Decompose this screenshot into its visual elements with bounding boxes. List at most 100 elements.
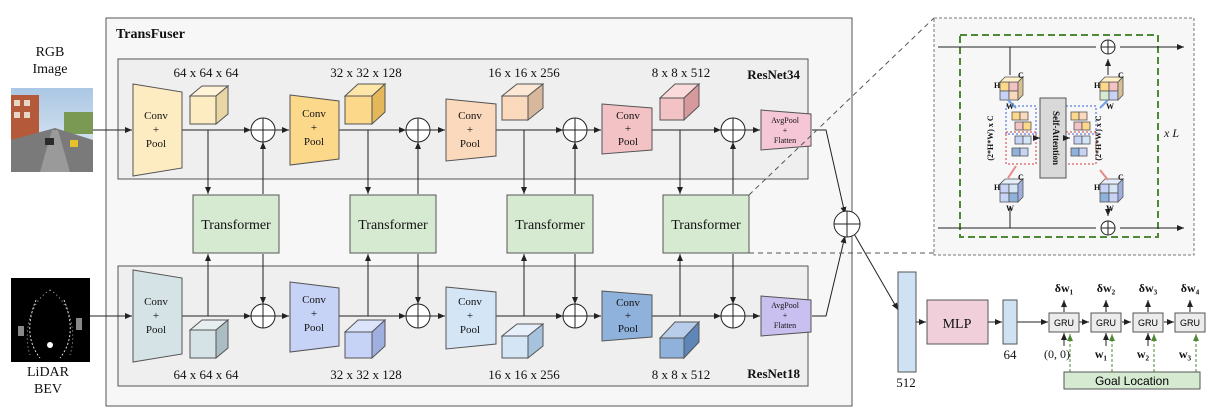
svg-text:Transformer: Transformer [358, 218, 428, 233]
svg-text:+: + [783, 126, 788, 135]
sum-nodes [250, 117, 861, 329]
lidar-label-line2: BEV [34, 382, 62, 397]
gru-cell-2: GRU [1090, 312, 1122, 333]
transformer-block-3: Transformer [506, 194, 594, 254]
svg-text:GRU: GRU [1054, 318, 1074, 328]
detail-skip-lines [938, 44, 1184, 231]
conv-block-top-4: Conv + Pool [601, 103, 653, 155]
svg-text:Conv: Conv [144, 110, 168, 122]
main-flow-arrows [90, 127, 899, 319]
svg-text:GRU: GRU [1096, 318, 1116, 328]
feature-cubes [188, 82, 701, 360]
feature-size-top-3: 16 x 16 x 256 [488, 65, 560, 80]
sum-node-bottom-2 [405, 303, 431, 329]
dim-H-top-right: H [1094, 81, 1101, 90]
repeat-L-label: x L [1163, 126, 1179, 140]
svg-text:+: + [153, 310, 159, 322]
feature-cube-top-4 [658, 82, 701, 122]
svg-text:Pool: Pool [618, 323, 638, 335]
dim-W-top-left: W [1006, 102, 1014, 111]
svg-text:Conv: Conv [458, 110, 482, 122]
feature-vector-64 [1002, 299, 1018, 345]
sum-node-bottom-1 [250, 303, 276, 329]
lidar-bev-image [11, 278, 90, 362]
transformer-arrows [205, 130, 736, 316]
conv-block-bottom-4: Conv + Pool [601, 290, 653, 342]
sum-node-top-1 [250, 117, 276, 143]
sum-node-top-4 [720, 117, 746, 143]
svg-text:+: + [153, 124, 159, 136]
svg-text:Conv: Conv [616, 297, 640, 309]
rgb-label-line2: Image [33, 62, 68, 77]
goal-location-arrows [1067, 334, 1199, 372]
svg-text:Goal Location: Goal Location [1095, 374, 1169, 388]
rgb-label-line1: RGB [36, 45, 65, 60]
detail-cube-top-right [1099, 76, 1124, 101]
svg-text:GRU: GRU [1138, 318, 1158, 328]
resnet18-label: ResNet18 [747, 366, 800, 381]
svg-text:+: + [625, 123, 631, 135]
dim-W-top-right: W [1106, 102, 1114, 111]
sum-node-fusion [833, 210, 861, 238]
token-stack-right [1070, 111, 1091, 157]
svg-text:Pool: Pool [460, 324, 480, 336]
delta-waypoint-4: δw₄ [1181, 281, 1200, 295]
svg-text:+: + [625, 310, 631, 322]
svg-text:Flatten: Flatten [774, 136, 796, 145]
dim-W-bottom-right: W [1106, 204, 1114, 213]
resnet34-label: ResNet34 [747, 67, 800, 82]
svg-text:+: + [783, 311, 788, 320]
svg-text:GRU: GRU [1180, 318, 1200, 328]
detail-cube-bottom-right [1099, 178, 1124, 203]
svg-text:Transformer: Transformer [515, 218, 585, 233]
layer-repeat-box [959, 34, 1159, 238]
svg-text:Pool: Pool [146, 138, 166, 150]
sum-node-bottom-3 [562, 303, 588, 329]
goal-location-block: Goal Location [1063, 371, 1201, 390]
svg-text:Flatten: Flatten [774, 321, 796, 330]
vector-64-label: 64 [1004, 347, 1018, 362]
svg-text:Transformer: Transformer [201, 218, 271, 233]
feature-size-bottom-3: 16 x 16 x 256 [488, 367, 560, 382]
gru-cell-3: GRU [1132, 312, 1164, 333]
sum-node-top-2 [405, 117, 431, 143]
conv-block-bottom-2: Conv + Pool [289, 281, 340, 353]
feature-size-bottom-4: 8 x 8 x 512 [652, 367, 711, 382]
svg-text:Conv: Conv [144, 296, 168, 308]
waypoint-input-2: w₂ [1137, 347, 1150, 361]
zoom-lines [748, 17, 935, 254]
transfuser-title: TransFuser [116, 27, 185, 42]
avgpool-block-top: AvgPool + Flatten [760, 109, 812, 151]
svg-text:Conv: Conv [302, 294, 326, 306]
waypoint-input-0: (0, 0) [1044, 347, 1070, 361]
dim-H-bottom-left: H [994, 183, 1001, 192]
delta-waypoint-1: δw₁ [1055, 281, 1074, 295]
token-dim-left: (2*H*W) x C [986, 115, 995, 161]
sum-node-bottom-4 [720, 303, 746, 329]
dim-H-top-left: H [994, 81, 1001, 90]
dim-C-top-left: C [1018, 71, 1024, 80]
conv-block-top-3: Conv + Pool [445, 98, 497, 162]
head-arrows [916, 300, 1193, 346]
svg-text:Pool: Pool [304, 322, 324, 334]
svg-text:AvgPool: AvgPool [771, 116, 800, 125]
detail-cube-bottom-left [999, 178, 1024, 203]
feature-cube-bottom-3 [500, 322, 545, 360]
detail-cube-top-left [999, 76, 1024, 101]
svg-text:Conv: Conv [616, 110, 640, 122]
waypoint-input-1: w₁ [1095, 347, 1108, 361]
feature-vector-512 [897, 271, 917, 373]
dim-C-bottom-right: C [1118, 173, 1124, 182]
token-dim-right: (2*H*W) x C [1094, 115, 1103, 161]
svg-text:+: + [467, 310, 473, 322]
svg-text:MLP: MLP [943, 317, 972, 332]
feature-size-top-2: 32 x 32 x 128 [330, 65, 402, 80]
svg-text:Pool: Pool [460, 138, 480, 150]
sum-node-top-3 [562, 117, 588, 143]
feature-size-bottom-1: 64 x 64 x 64 [174, 367, 240, 382]
svg-text:Transformer: Transformer [671, 218, 741, 233]
feature-size-top-1: 64 x 64 x 64 [174, 65, 240, 80]
svg-text:+: + [467, 124, 473, 136]
svg-text:Self-Attention: Self-Attention [1051, 111, 1061, 165]
